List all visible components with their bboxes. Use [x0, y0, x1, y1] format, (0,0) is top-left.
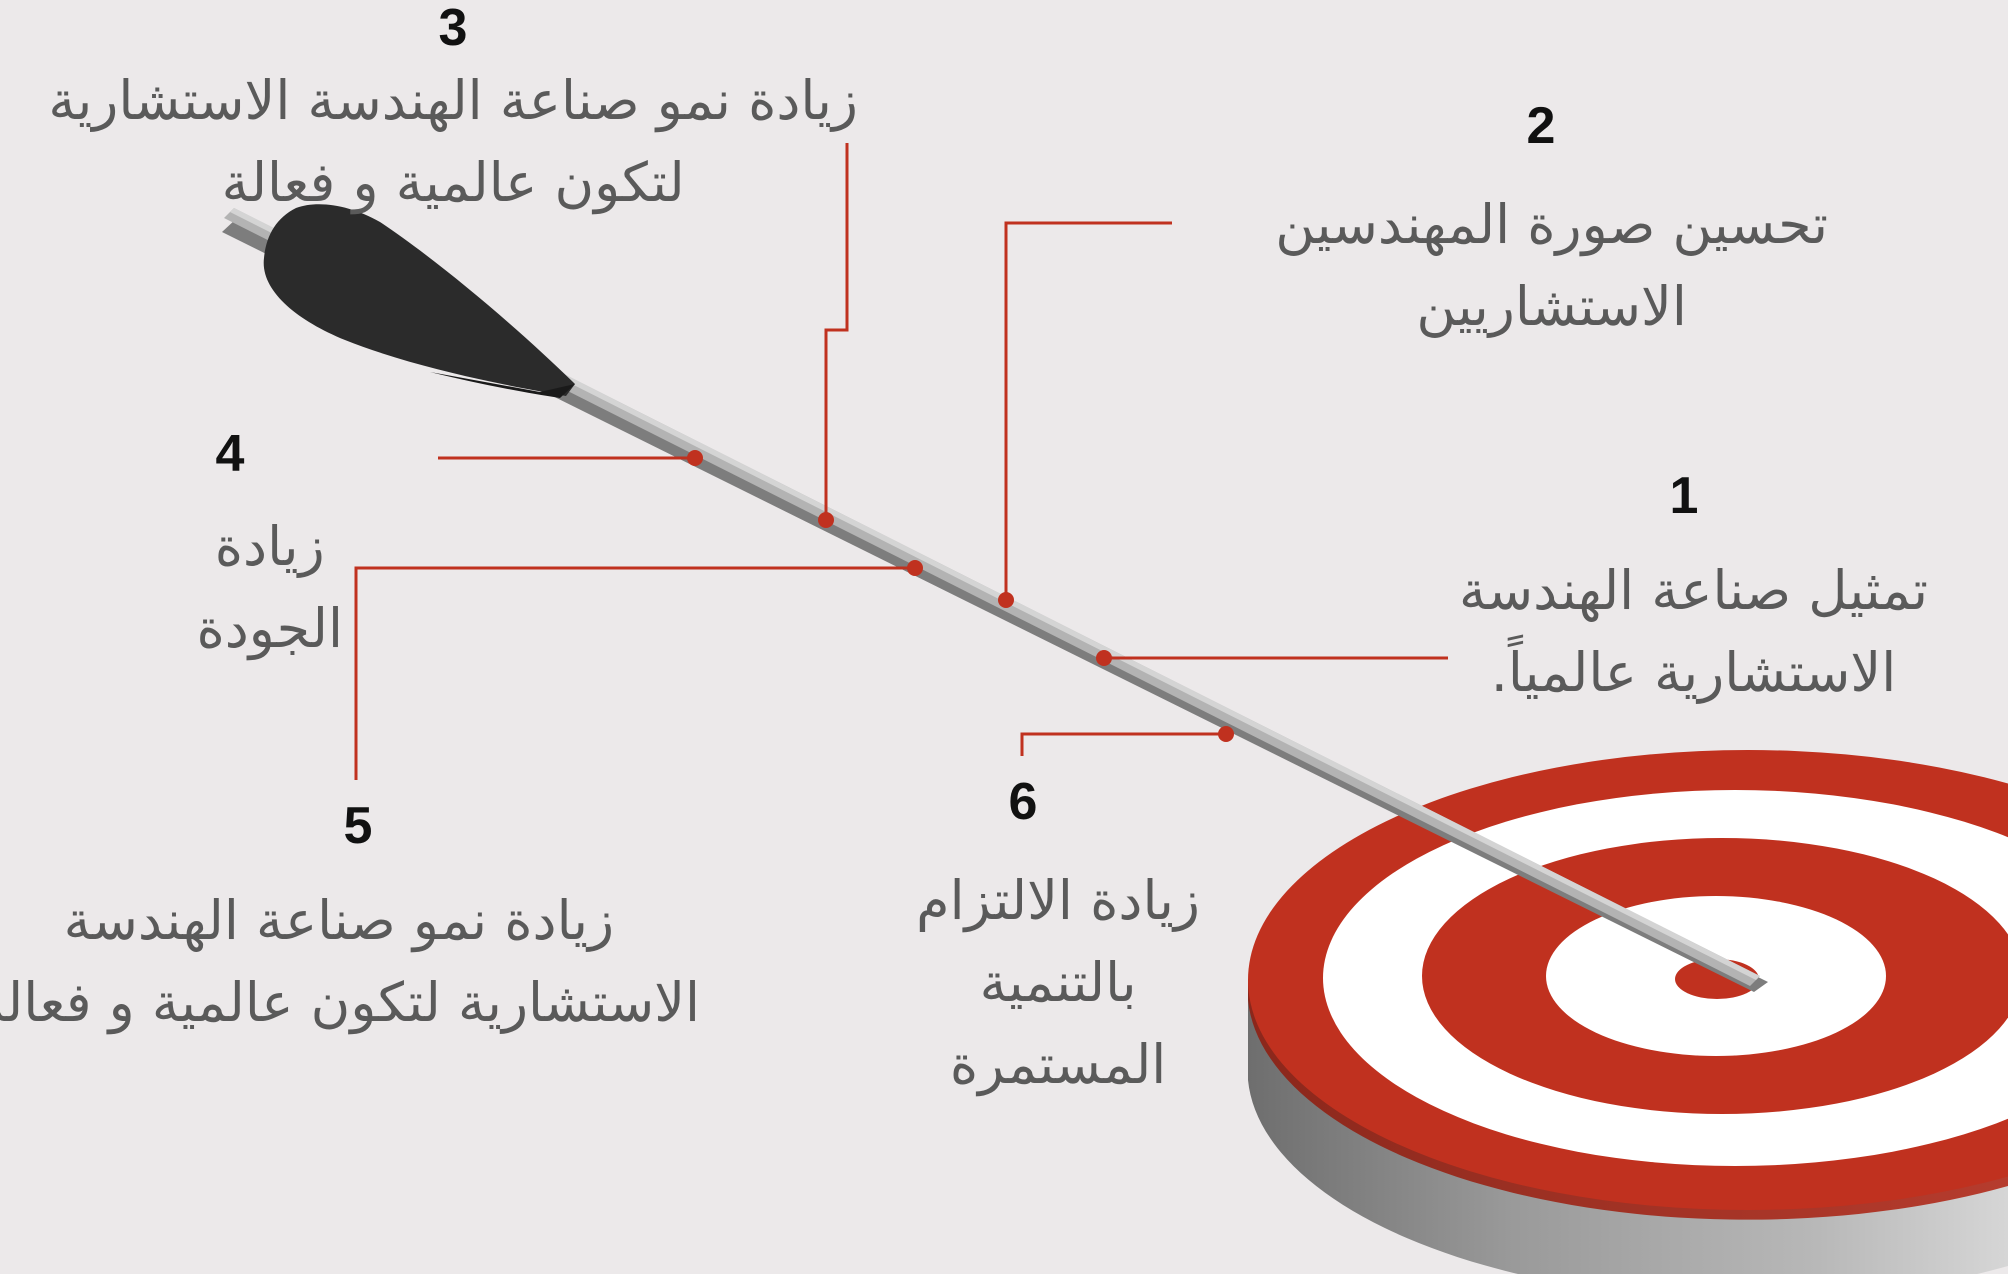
item-4-line-1: زيادة [214, 515, 325, 578]
leader-line-3 [824, 143, 849, 520]
item-2-number: 2 [1526, 97, 1556, 155]
item-5-line-1: زيادة نمو صناعة الهندسة [63, 889, 615, 952]
marker-5 [907, 560, 923, 576]
item-4-number: 4 [215, 425, 245, 483]
item-4-label: زيادة الجودة [196, 506, 343, 670]
bullseye-target-icon [1248, 750, 2008, 1274]
item-3-label: زيادة نمو صناعة الهندسة الاستشارية لتكون… [48, 60, 858, 224]
arrow-icon [222, 204, 1768, 992]
marker-4 [687, 450, 703, 466]
item-6-line-3: المستمرة [949, 1033, 1167, 1097]
item-3-number: 3 [438, 0, 468, 57]
leader-line-5 [354, 566, 915, 780]
arrow-fletching-edge [430, 372, 575, 398]
item-1-line-1: تمثيل صناعة الهندسة [1458, 559, 1928, 622]
item-5-line-2: الاستشارية لتكون عالمية و فعالة [0, 971, 700, 1035]
marker-3 [818, 512, 834, 528]
item-3-line-2: لتكون عالمية و فعالة [221, 151, 685, 215]
item-1-line-2: الاستشارية عالمياً. [1490, 641, 1897, 705]
arrow-shaft [224, 208, 1760, 986]
shaft-markers [687, 450, 1234, 742]
item-6-number: 6 [1008, 773, 1038, 831]
leader-line-6 [1020, 732, 1226, 756]
item-5-label: زيادة نمو صناعة الهندسة الاستشارية لتكون… [0, 880, 700, 1044]
arrow-shaft-highlight [230, 208, 1760, 980]
item-2-line-1: تحسين صورة المهندسين [1275, 193, 1828, 256]
marker-2 [998, 592, 1014, 608]
item-5-number: 5 [343, 797, 373, 855]
item-2-label: تحسين صورة المهندسين الاستشاريين [1275, 184, 1828, 348]
marker-1 [1096, 650, 1112, 666]
item-2-line-2: الاستشاريين [1416, 275, 1687, 339]
item-1-number: 1 [1669, 467, 1699, 525]
leader-lines [354, 143, 1448, 780]
leader-line-2 [1004, 221, 1172, 600]
item-3-line-1: زيادة نمو صناعة الهندسة الاستشارية [48, 69, 858, 132]
item-1-label: تمثيل صناعة الهندسة الاستشارية عالمياً. [1459, 550, 1928, 714]
item-6-line-1: زيادة الالتزام [916, 869, 1200, 932]
arrow-fletching [263, 204, 575, 396]
marker-6 [1218, 726, 1234, 742]
item-4-line-2: الجودة [196, 597, 343, 661]
item-6-line-2: بالتنمية [979, 951, 1137, 1015]
item-6-label: زيادة الالتزام بالتنمية المستمرة [916, 860, 1200, 1106]
